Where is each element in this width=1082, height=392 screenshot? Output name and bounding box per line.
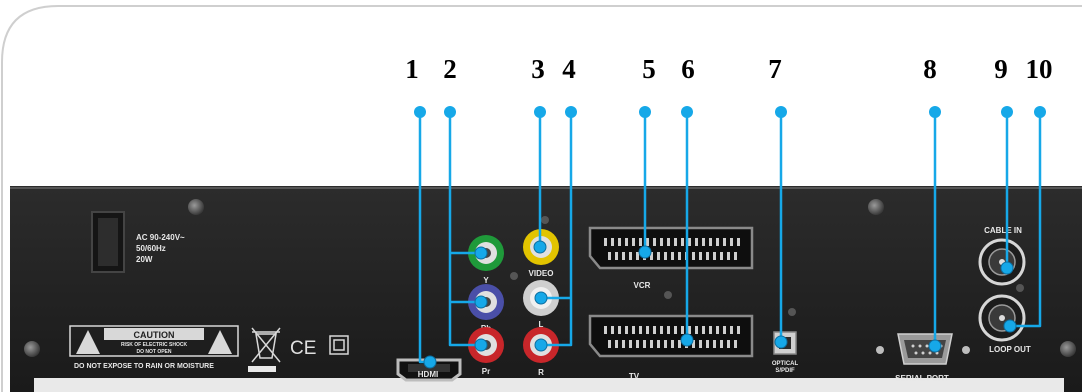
leader-end-dot [774,335,788,349]
screw-icon [1060,341,1076,357]
serial-port [897,333,953,365]
led-dot [541,216,549,224]
leader-end-dot [680,333,694,347]
led-dot [664,291,672,299]
cable-in-connector [978,238,1026,286]
power-rating-line2: 50/60Hz [136,244,166,253]
screw-icon [188,199,204,215]
leader-line-4 [541,112,573,347]
leader-end-dot [474,295,488,309]
caution-title: CAUTION [134,330,175,340]
weee-bin-icon [251,327,281,363]
scart-vcr-label: VCR [634,281,651,290]
warning-triangle-icon [208,330,232,354]
leader-end-dot [1003,319,1017,333]
caution-sub1: RISK OF ELECTRIC SHOCK [121,342,188,348]
leader-dot [565,106,577,118]
serial-screw-icon [876,346,884,354]
led-dot [1016,284,1024,292]
rca-y-label: Y [483,276,489,285]
callout-number-2: 2 [443,54,457,84]
power-rating-line3: 20W [136,255,153,264]
leader-end-dot [534,291,548,305]
power-switch-rocker [98,218,118,266]
callout-number-10: 10 [1026,54,1053,84]
screw-icon [24,341,40,357]
callout-number-9: 9 [994,54,1008,84]
class-ii-icon [329,335,349,355]
moisture-warning: DO NOT EXPOSE TO RAIN OR MOISTURE [74,363,214,370]
serial-screw-icon [962,346,970,354]
scart-tv-connector [588,314,754,358]
leader-dot [929,106,941,118]
leader-end-dot [638,245,652,259]
rca-audio-l-label: L [539,320,544,329]
leader-end-dot [474,246,488,260]
loop-out-label: LOOP OUT [989,345,1031,354]
power-rating-line1: AC 90-240V~ [136,233,185,242]
caution-sub2: DO NOT OPEN [136,349,171,355]
cable-in-label: CABLE IN [984,226,1022,235]
hdmi-label: HDMI [418,370,438,379]
leader-end-dot [423,355,437,369]
caution-label: CAUTION RISK OF ELECTRIC SHOCK DO NOT OP… [69,325,239,357]
weee-bar [248,366,276,372]
rca-audio-r-label: R [538,368,544,377]
leader-end-dot [474,338,488,352]
leader-end-dot [1000,261,1014,275]
led-dot [788,308,796,316]
callout-number-3: 3 [531,54,545,84]
leader-dot [534,106,546,118]
leader-line-10 [1010,112,1042,328]
panel-base-strip [34,378,1064,392]
rca-video-label: VIDEO [529,269,554,278]
callout-number-7: 7 [768,54,782,84]
leader-dot [681,106,693,118]
ce-mark: CE [290,338,316,359]
callout-number-5: 5 [642,54,656,84]
leader-end-dot [928,339,942,353]
leader-line-2 [448,112,486,347]
callout-number-4: 4 [562,54,576,84]
leader-dot [1001,106,1013,118]
leader-dot [639,106,651,118]
leader-end-dot [533,240,547,254]
leader-dot [1034,106,1046,118]
optical-label-line2: S/PDIF [775,368,795,374]
leader-dot [775,106,787,118]
figure-frame [1,5,1082,392]
loop-out-connector [978,294,1026,342]
leader-end-dot [534,338,548,352]
callout-number-6: 6 [681,54,695,84]
warning-triangle-icon [76,330,100,354]
led-dot [510,272,518,280]
leader-dot [414,106,426,118]
scart-vcr-connector [588,226,754,270]
callout-number-8: 8 [923,54,937,84]
leader-dot [444,106,456,118]
serial-port-label: SERIAL PORT [895,374,949,383]
screw-icon [868,199,884,215]
rca-pr-label: Pr [482,367,490,376]
callout-number-1: 1 [405,54,419,84]
scart-tv-label: TV [629,372,640,381]
optical-label-line1: OPTICAL [772,361,799,367]
